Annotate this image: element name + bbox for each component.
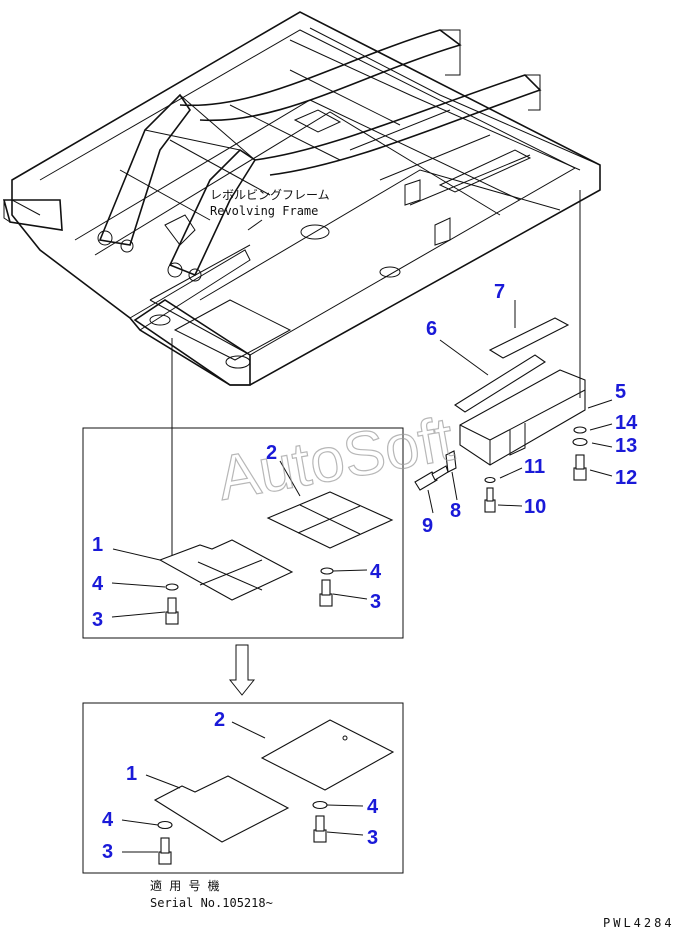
part-4-washer [165, 583, 179, 591]
part-3-bolt-right [319, 579, 333, 607]
callout-10: 10 [524, 496, 546, 518]
part-4-washer-new-right [312, 800, 328, 810]
callout-2-new: 2 [214, 709, 225, 731]
part-6-strip [454, 354, 546, 413]
callout-8: 8 [450, 500, 461, 522]
callout-13: 13 [615, 435, 637, 457]
callout-7: 7 [494, 281, 505, 303]
transition-arrow [228, 644, 256, 696]
part-8-clip [445, 450, 457, 473]
detail-view-after [82, 702, 404, 874]
callout-6: 6 [426, 318, 437, 340]
drawing-code: PWL4284 [603, 916, 675, 930]
part-10-bolt [484, 487, 496, 513]
part-4-washer-right [320, 567, 334, 575]
part-9-bolt [414, 465, 449, 491]
part-1-plate-new [153, 775, 290, 843]
revolving-frame [2, 11, 601, 386]
part-3-bolt-new-right [313, 815, 327, 843]
part-1-plate [158, 539, 294, 601]
callout-4-new: 4 [102, 809, 114, 831]
callout-4-right: 4 [370, 561, 382, 583]
callout-3-new-right: 3 [367, 827, 378, 849]
part-14-washer [573, 426, 587, 434]
callout-9: 9 [422, 515, 433, 537]
callout-14: 14 [615, 412, 638, 434]
callout-4-new-right: 4 [367, 796, 379, 818]
callout-3: 3 [92, 609, 103, 631]
part-7-plate [488, 317, 570, 359]
callout-5: 5 [615, 381, 626, 403]
callout-2: 2 [266, 442, 277, 464]
part-5-box-cover [459, 369, 586, 466]
part-13-washer [572, 437, 588, 447]
part-2-plate-new [260, 719, 395, 791]
callout-1: 1 [92, 534, 103, 556]
applicable-label-jp: 適 用 号 機 [150, 878, 220, 893]
callout-1-new: 1 [126, 763, 137, 785]
detail-view-before [82, 427, 404, 639]
frame-label-leader [247, 219, 263, 231]
part-12-bolt [573, 454, 587, 481]
part-4-washer-new [157, 820, 173, 830]
side-cover-assembly [414, 317, 588, 513]
frame-label-jp: レボルビングフレーム [210, 188, 330, 202]
part-11-washer [484, 476, 496, 484]
serial-number-label: Serial No.105218~ [150, 896, 273, 910]
frame-label-en: Revolving Frame [210, 204, 318, 218]
part-3-bolt [165, 597, 179, 625]
callout-11: 11 [524, 456, 545, 478]
part-3-bolt-new [158, 837, 172, 865]
callout-4: 4 [92, 573, 104, 595]
callout-3-right: 3 [370, 591, 381, 613]
callout-12: 12 [615, 467, 637, 489]
callout-3-new: 3 [102, 841, 113, 863]
